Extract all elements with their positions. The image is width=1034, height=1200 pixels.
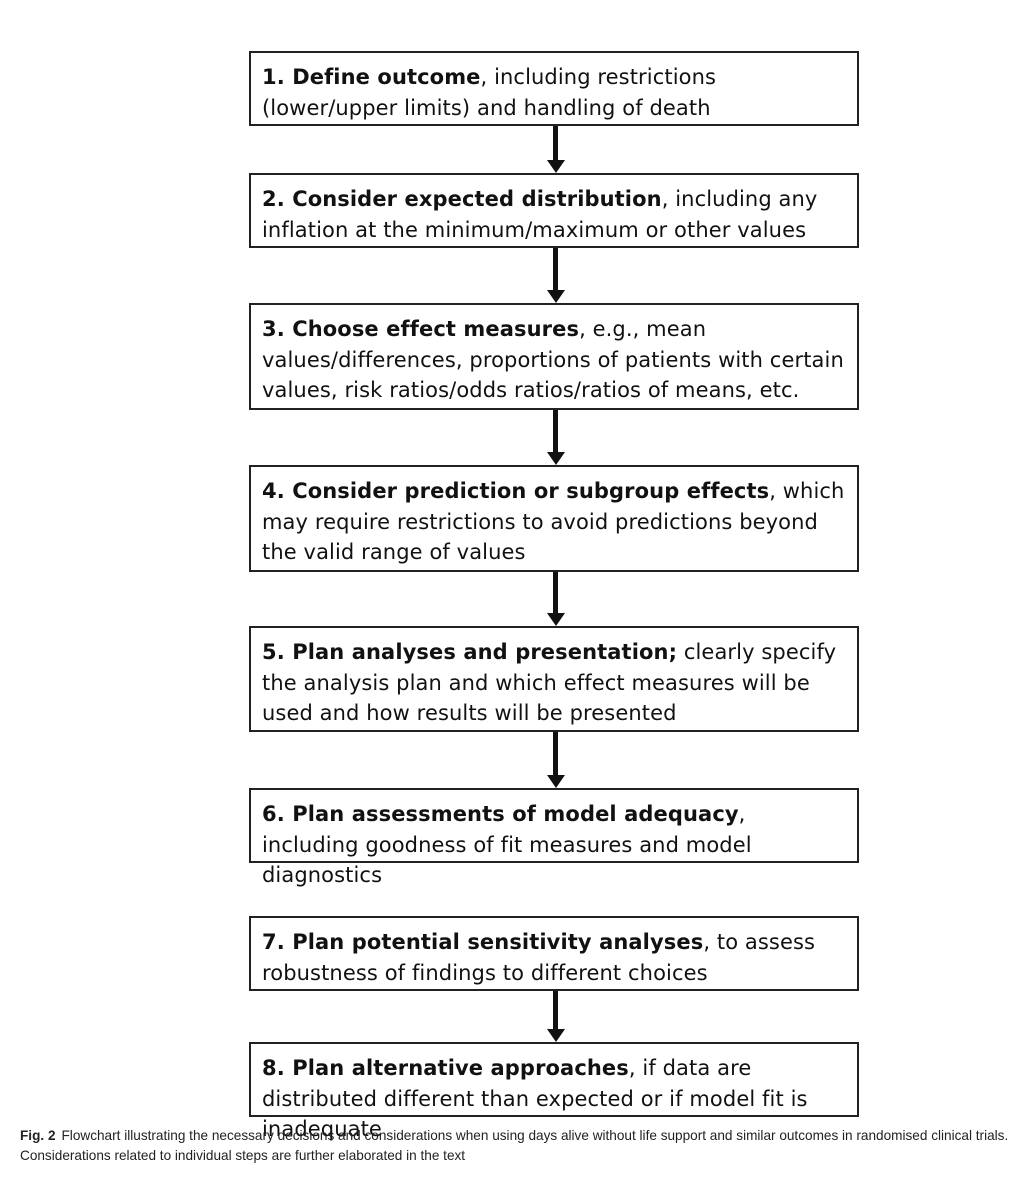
flowchart-step-1: 1. Define outcome, including restriction… <box>249 51 859 126</box>
step-5-title: 5. Plan analyses and presentation; <box>262 640 678 664</box>
step-4-title: 4. Consider prediction or subgroup effec… <box>262 479 770 503</box>
step-7-title: 7. Plan potential sensitivity analyses <box>262 930 704 954</box>
step-6-text: , including goodness of fit measures and… <box>262 802 752 887</box>
step-2-text: , including any inflation at the minimum… <box>262 187 818 242</box>
step-3-text: , e.g., mean values/differences, proport… <box>262 317 844 402</box>
flowchart-step-3: 3. Choose effect measures, e.g., mean va… <box>249 303 859 410</box>
arrow-2-to-3 <box>546 248 566 303</box>
arrow-4-to-5 <box>546 572 566 626</box>
arrow-7-to-8 <box>546 991 566 1042</box>
flowchart-step-7: 7. Plan potential sensitivity analyses, … <box>249 916 859 991</box>
arrow-1-to-2 <box>546 126 566 173</box>
flowchart-step-2: 2. Consider expected distribution, inclu… <box>249 173 859 248</box>
figure-caption-text: Flowchart illustrating the necessary dec… <box>20 1128 1009 1163</box>
arrow-3-to-4 <box>546 410 566 465</box>
step-5-text: clearly specify the analysis plan and wh… <box>262 640 837 725</box>
step-4-text: , which may require restrictions to avoi… <box>262 479 845 564</box>
step-3-title: 3. Choose effect measures <box>262 317 580 341</box>
flowchart-step-5: 5. Plan analyses and presentation; clear… <box>249 626 859 732</box>
step-6-title: 6. Plan assessments of model adequacy <box>262 802 739 826</box>
flowchart-step-6: 6. Plan assessments of model adequacy, i… <box>249 788 859 887</box>
step-2-title: 2. Consider expected distribution <box>262 187 662 211</box>
step-1-text: , including restrictions (lower/upper li… <box>262 65 717 120</box>
step-1-title: 1. Define outcome <box>262 65 481 89</box>
step-8-text: , if data are distributed different than… <box>262 1056 808 1141</box>
figure-label: Fig. 2 <box>20 1128 56 1143</box>
flowchart-step-8: 8. Plan alternative approaches, if data … <box>249 1042 859 1141</box>
step-7-text: , to assess robustness of findings to di… <box>262 930 816 985</box>
step-8-title: 8. Plan alternative approaches <box>262 1056 629 1080</box>
arrow-5-to-6 <box>546 732 566 788</box>
flowchart-step-4: 4. Consider prediction or subgroup effec… <box>249 465 859 572</box>
